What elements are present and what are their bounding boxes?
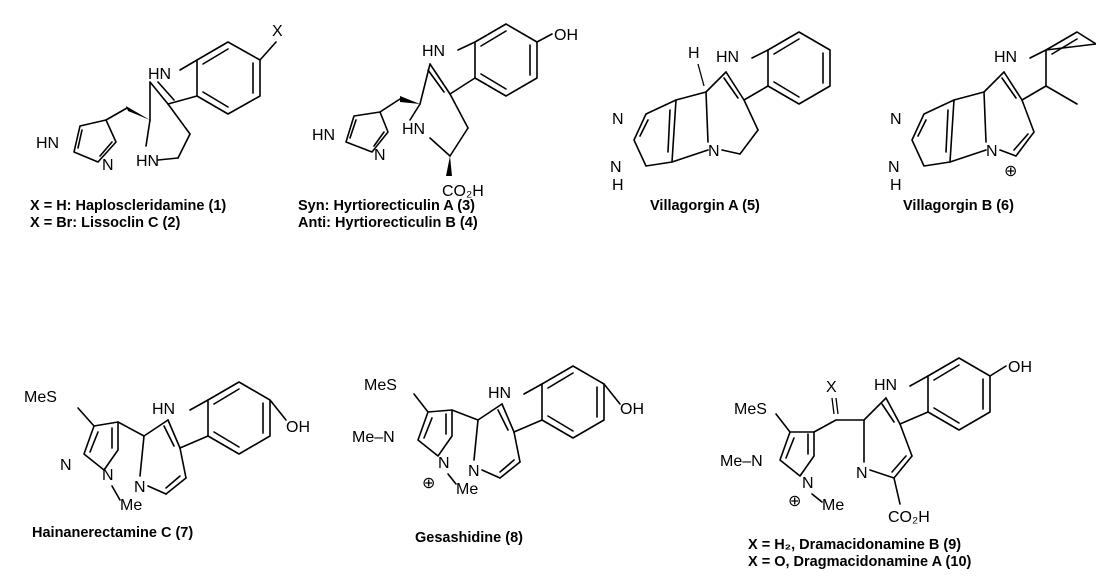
atom-hn-indole: HN xyxy=(152,401,175,418)
atom-plus-charge: ⊕ xyxy=(1004,163,1017,180)
atom-hn-imidazole: HN xyxy=(36,135,59,152)
atom-hn-indole: HN xyxy=(422,43,445,60)
atom-nh-ring: HN xyxy=(136,153,159,170)
atom-x: X xyxy=(272,23,283,40)
structure-hyrtiorecticulin: OH HN HN CO₂H HN N xyxy=(312,23,578,200)
atom-co2h: CO₂H xyxy=(442,183,484,200)
structure-villagorgin-b: HN N ⊕ N N H xyxy=(888,31,1096,194)
label-hainanerectamine-c: Hainanerectamine C (7) xyxy=(32,525,193,541)
atom-hn-indole: HN xyxy=(874,377,897,394)
atom-n-pyridinium: N xyxy=(986,143,998,160)
label-hyrtiorecticulin-a: Syn: Hyrtiorecticulin A (3) xyxy=(298,198,475,214)
atom-plus-charge: ⊕ xyxy=(422,475,435,492)
structure-gesashidine: OH HN N MeS Me–N N ⊕ Me xyxy=(352,365,644,498)
label-villagorgin-a: Villagorgin A (5) xyxy=(650,198,760,214)
atom-n-pyridine: N xyxy=(134,479,146,496)
atom-nh: HN xyxy=(148,66,171,83)
atom-n-pyridine: N xyxy=(856,465,868,482)
atom-nh-indole: HN xyxy=(716,49,739,66)
label-dragmacidonamine-a: X = O, Dragmacidonamine A (10) xyxy=(748,554,972,570)
label-lissoclin-c: X = Br: Lissoclin C (2) xyxy=(30,215,180,231)
atom-me: Me xyxy=(456,481,478,498)
atom-h-imidazole: H xyxy=(612,177,624,194)
label-villagorgin-b: Villagorgin B (6) xyxy=(903,198,1014,214)
atom-me: Me xyxy=(822,497,844,514)
label-dramacidonamine-b: X = H₂, Dramacidonamine B (9) xyxy=(748,537,961,553)
label-gesashidine: Gesashidine (8) xyxy=(415,530,523,546)
atom-nh-ring: HN xyxy=(402,121,425,138)
atom-n-imidazole: N xyxy=(102,157,114,174)
atom-n-methyl: N xyxy=(102,467,114,484)
atom-oh: OH xyxy=(620,401,644,418)
structure-hainanerectamine-c: OH HN N MeS N N Me xyxy=(24,381,310,514)
atom-n-imidazole-h: N xyxy=(888,159,900,176)
atom-mes: MeS xyxy=(24,389,57,406)
atom-me-n: Me–N xyxy=(352,429,395,446)
atom-mes: MeS xyxy=(734,401,767,418)
atom-n-methyl: N xyxy=(438,455,450,472)
atom-n-imidazole: N xyxy=(890,111,902,128)
atom-oh: OH xyxy=(286,419,310,436)
label-hyrtiorecticulin-b: Anti: Hyrtiorecticulin B (4) xyxy=(298,215,478,231)
atom-n-bridge: N xyxy=(708,143,720,160)
atom-n-imidazole: N xyxy=(374,147,386,164)
structure-haploscleridamine: X HN HN HN N xyxy=(36,23,283,174)
atom-co2h: CO₂H xyxy=(888,509,930,526)
atom-oh: OH xyxy=(554,27,578,44)
atom-me-n: Me–N xyxy=(720,453,763,470)
atom-h-imidazole: H xyxy=(890,177,902,194)
atom-n-pyridine: N xyxy=(468,463,480,480)
atom-hn-indole: HN xyxy=(488,385,511,402)
atom-nh-indole: HN xyxy=(994,49,1017,66)
atom-plus-charge: ⊕ xyxy=(788,493,801,510)
atom-n-imidazole: N xyxy=(612,111,624,128)
atom-n-imidazole-h: N xyxy=(610,159,622,176)
label-haploscleridamine: X = H: Haploscleridamine (1) xyxy=(30,198,226,214)
atom-mes: MeS xyxy=(364,377,397,394)
atom-hn-imidazole: HN xyxy=(312,127,335,144)
atom-x: X xyxy=(826,379,837,396)
atom-n-methyl: N xyxy=(802,475,814,492)
structure-dramacidonamine: OH HN N CO₂H X MeS Me–N N ⊕ Me xyxy=(720,357,1032,526)
atom-oh: OH xyxy=(1008,359,1032,376)
structure-villagorgin-a: HN H N N N H xyxy=(610,31,831,194)
atom-n-imidazole: N xyxy=(60,457,72,474)
atom-h-stereo: H xyxy=(688,45,700,62)
atom-me: Me xyxy=(120,497,142,514)
